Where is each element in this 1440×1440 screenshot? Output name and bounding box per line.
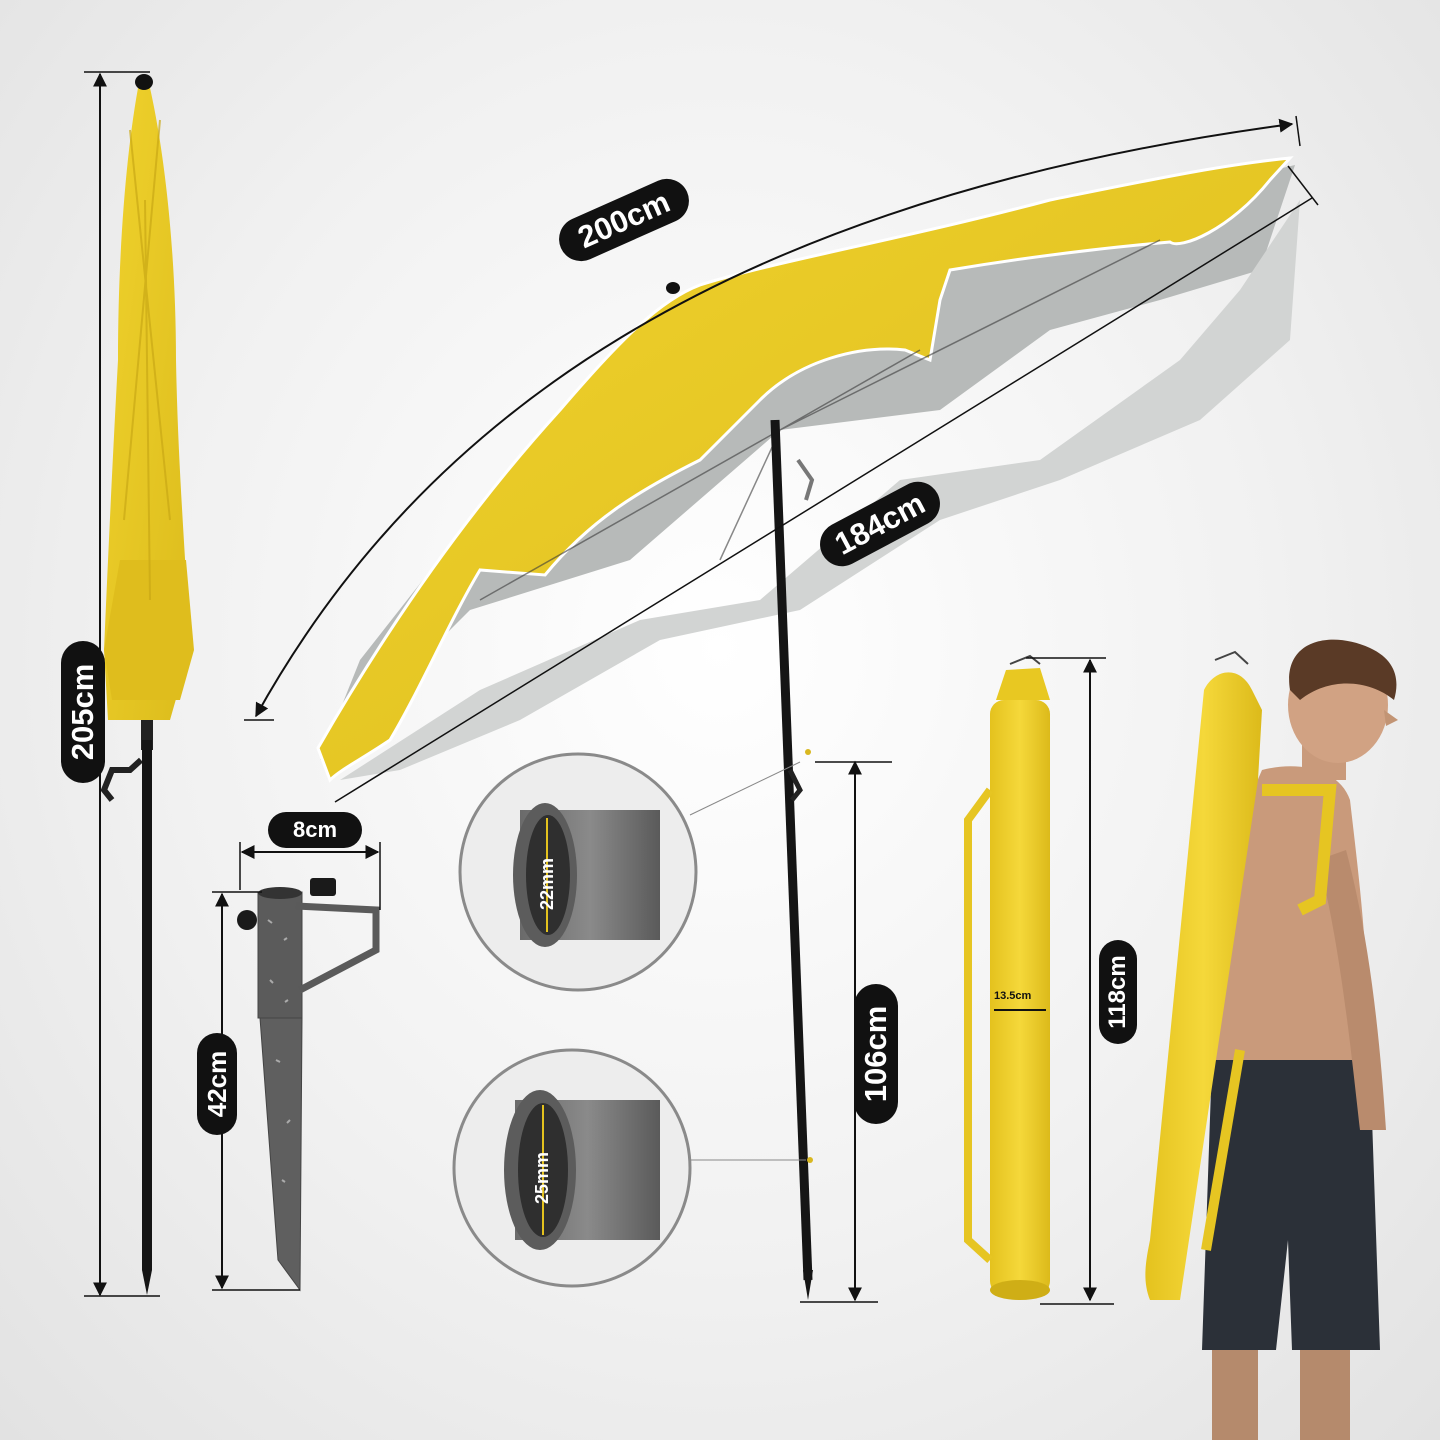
tube-detail-upper: [458, 752, 801, 992]
base-width-label: 8cm: [268, 812, 362, 848]
tube-upper-label: 22mm: [536, 857, 557, 911]
closed-height-label: 205cm: [61, 641, 105, 783]
bag-width-label: 13.5cm: [994, 990, 1032, 1002]
lower-pole-label: 106cm: [854, 984, 898, 1124]
person-carrying-bag: [1145, 639, 1398, 1440]
tube-detail-lower: [452, 1048, 806, 1288]
carry-bag: [964, 654, 1050, 1300]
ground-anchor-base: [237, 878, 380, 1292]
base-height-label: 42cm: [197, 1033, 237, 1135]
tube-lower-label: 25mm: [531, 1151, 552, 1205]
bag-length-label: 118cm: [1099, 940, 1137, 1044]
canopy-span-dimension: [334, 197, 1313, 803]
canopy-arc-dimension: [255, 118, 1294, 718]
closed-umbrella: [100, 74, 194, 1295]
